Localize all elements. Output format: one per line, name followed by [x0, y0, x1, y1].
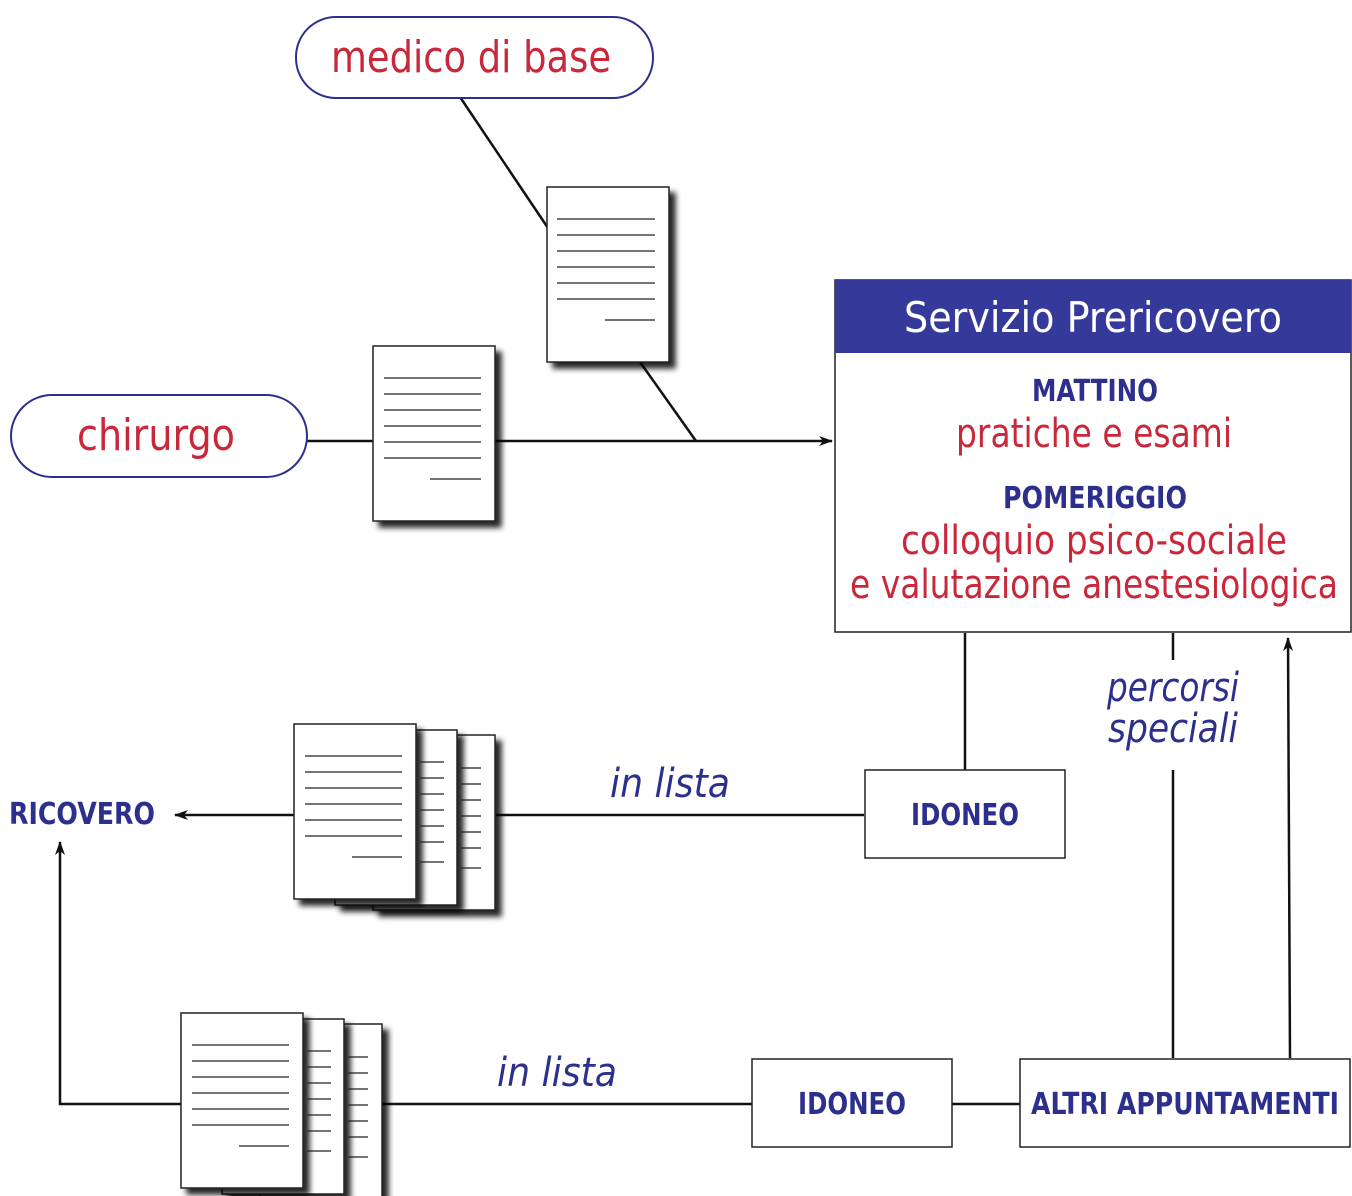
idoneo-1-label: IDONEO [911, 798, 1019, 833]
altri-label: ALTRI APPUNTAMENTI [1031, 1087, 1339, 1122]
node-medico: medico di base [295, 16, 654, 99]
documents-stack-icon [180, 1012, 383, 1196]
mattino-desc: pratiche e esami [956, 411, 1232, 457]
document-icon [372, 345, 496, 522]
service-box: Servizio Prericovero MATTINO pratiche e … [834, 279, 1352, 633]
ricovero-label: RICOVERO [9, 797, 155, 832]
pomeriggio-desc-1: colloquio psico-sociale [901, 518, 1287, 564]
service-header [835, 280, 1351, 353]
documents-stack-icon [293, 723, 496, 911]
service-title: Servizio Prericovero [904, 293, 1282, 342]
percorsi-label: percorsi [1106, 665, 1239, 711]
connectors [55, 96, 1294, 1106]
mattino-label: MATTINO [1032, 374, 1158, 409]
idoneo-2-label: IDONEO [798, 1087, 906, 1122]
speciali-label: speciali [1108, 706, 1238, 752]
pomeriggio-desc-2: e valutazione anestesiologica [850, 562, 1338, 608]
in-lista-label-1: in lista [610, 761, 730, 807]
edge-docs-ricovero-2 [55, 841, 181, 1106]
pomeriggio-label: POMERIGGIO [1003, 481, 1187, 516]
node-idoneo-1: IDONEO [864, 769, 1066, 859]
node-idoneo-2: IDONEO [751, 1058, 953, 1148]
edge-altri-service [1283, 637, 1294, 1059]
in-lista-label-2: in lista [497, 1050, 617, 1096]
edge-medico-doc [458, 96, 550, 229]
node-chirurgo: chirurgo [10, 394, 308, 478]
document-icon [546, 186, 670, 363]
node-altri-appuntamenti: ALTRI APPUNTAMENTI [1019, 1058, 1351, 1148]
node-medico-label: medico di base [331, 32, 611, 83]
edge-doc-main [638, 361, 698, 442]
node-chirurgo-label: chirurgo [77, 410, 235, 461]
